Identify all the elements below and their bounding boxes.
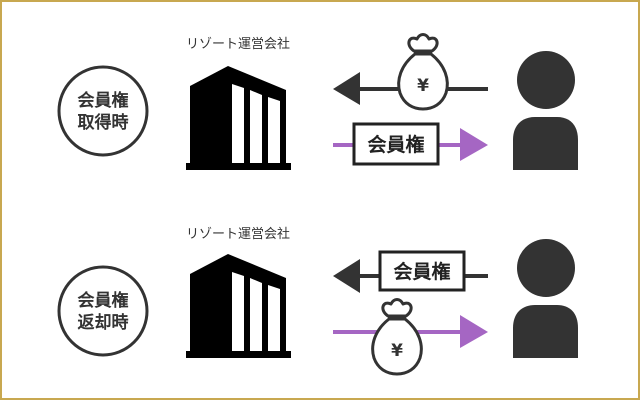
state-circle [57, 265, 149, 357]
building-icon [186, 254, 291, 358]
section-acquisition: 会員権 取得時 リゾート運営会社 ¥ 会員権 [57, 33, 578, 170]
company-label: リゾート運営会社 [186, 226, 290, 242]
arrow-right-icon [460, 128, 488, 161]
arrow-right-icon [460, 315, 488, 348]
state-line2: 返却時 [78, 312, 129, 333]
company-label: リゾート運営会社 [186, 36, 290, 52]
membership-box-label: 会員権 [393, 260, 450, 283]
state-circle [57, 65, 149, 157]
arrow-left-icon [333, 259, 360, 293]
membership-box-label: 会員権 [367, 133, 424, 156]
person-icon [513, 51, 578, 170]
state-line1: 会員権 [78, 90, 129, 111]
person-icon [513, 239, 578, 358]
state-line1: 会員権 [78, 290, 129, 311]
arrow-left-icon [333, 72, 360, 105]
yen-symbol: ¥ [417, 76, 429, 96]
building-icon [186, 66, 291, 170]
membership-box [378, 250, 466, 292]
section-return: 会員権 返却時 リゾート運営会社 会員権 ¥ [57, 226, 578, 376]
state-line2: 取得時 [78, 112, 129, 133]
membership-box [352, 122, 440, 166]
money-bag-icon: ¥ [397, 33, 449, 111]
money-bag-icon: ¥ [371, 298, 423, 376]
yen-symbol: ¥ [391, 341, 403, 361]
